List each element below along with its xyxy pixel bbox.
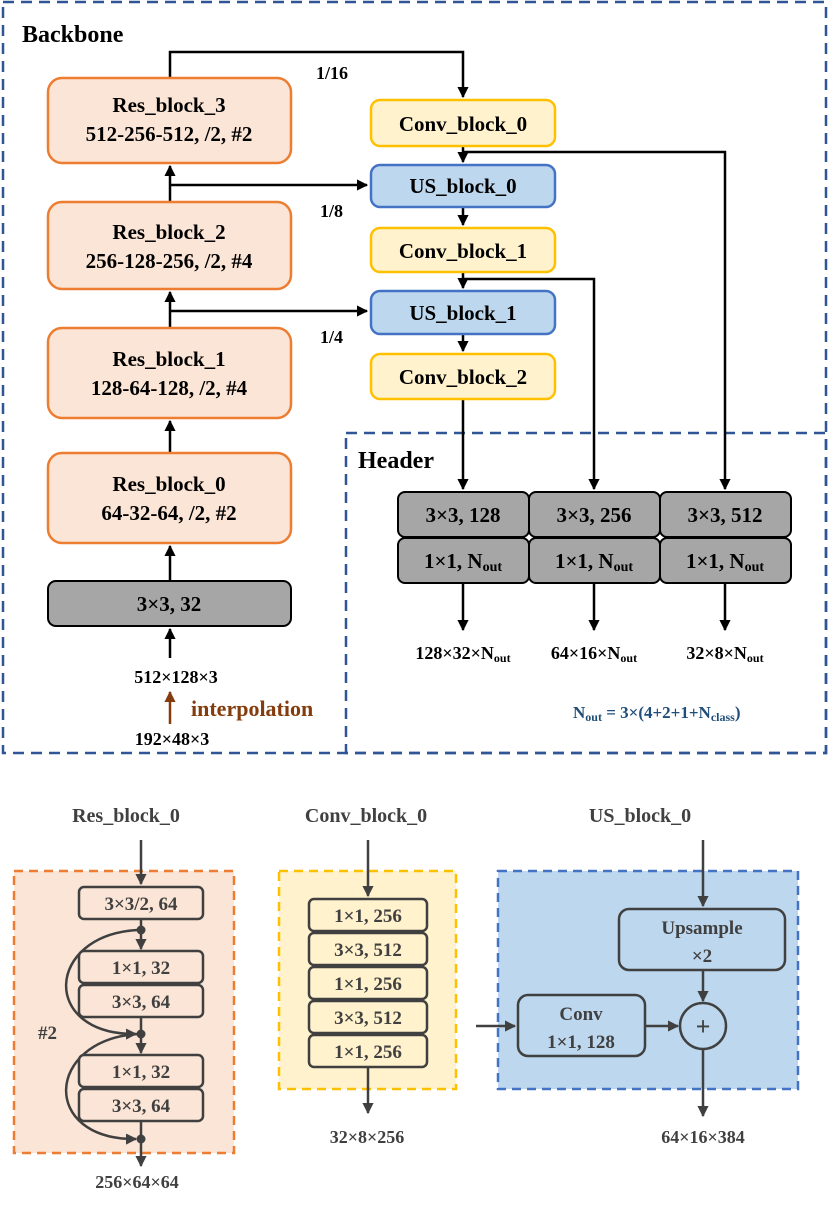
head-0-conv: 3×3, 128 xyxy=(426,503,501,527)
stem-conv-label: 3×3, 32 xyxy=(137,592,201,616)
svg-text:Conv: Conv xyxy=(559,1004,603,1025)
detail-conv-layer-3: 3×3, 512 xyxy=(307,999,429,1035)
conv-block-2-label: Conv_block_2 xyxy=(399,365,527,389)
head-0: 3×3, 128 1×1, Nout 128×32×Nout xyxy=(397,491,530,665)
head-1-size: 64×16×Nout xyxy=(551,643,637,665)
svg-text:×2: ×2 xyxy=(692,946,712,967)
stem-conv: 3×3, 32 xyxy=(47,580,292,627)
head-2: 3×3, 512 1×1, Nout 32×8×Nout xyxy=(659,491,792,665)
svg-text:1×1, 256: 1×1, 256 xyxy=(334,974,402,995)
detail-conv-layer-4: 1×1, 256 xyxy=(307,1033,429,1069)
res-block-1-spec: 128-64-128, /2, #4 xyxy=(91,376,248,400)
detail-res-title: Res_block_0 xyxy=(72,805,180,827)
detail-res-layer-0: 1×1, 32 xyxy=(77,949,205,985)
detail-us-title: US_block_0 xyxy=(589,805,691,827)
detail-res-output: 256×64×64 xyxy=(95,1172,179,1192)
detail-conv-layer-0: 1×1, 256 xyxy=(307,897,429,933)
detail-us-conv: Conv 1×1, 128 xyxy=(516,993,647,1058)
res-block-0: Res_block_0 64-32-64, /2, #2 xyxy=(46,451,293,545)
detail-us-add: + xyxy=(678,1001,728,1051)
svg-text:3×3, 64: 3×3, 64 xyxy=(112,1096,171,1117)
conv-block-0-label: Conv_block_0 xyxy=(399,112,527,136)
svg-text:1×1, 128: 1×1, 128 xyxy=(547,1032,615,1053)
res-block-1-name: Res_block_1 xyxy=(112,347,225,371)
header-title: Header xyxy=(358,448,434,474)
svg-text:+: + xyxy=(696,1012,711,1041)
us-block-0: US_block_0 xyxy=(369,163,557,209)
head-feed-1 xyxy=(463,277,600,491)
detail-res-down: 3×3/2, 64 xyxy=(77,885,205,921)
head-2-out: 1×1, Nout xyxy=(686,549,764,575)
svg-text:3×3, 64: 3×3, 64 xyxy=(112,992,171,1013)
header-frame xyxy=(344,431,828,755)
nout-formula: Nout = 3×(4+2+1+Nclass) xyxy=(573,703,741,724)
us-block-0-label: US_block_0 xyxy=(409,174,516,198)
res-block-2-spec: 256-128-256, /2, #4 xyxy=(86,249,253,273)
res-block-2: Res_block_2 256-128-256, /2, #4 xyxy=(46,200,293,291)
head-0-size: 128×32×Nout xyxy=(415,643,510,665)
res-block-0-name: Res_block_0 xyxy=(112,472,225,496)
raw-size: 192×48×3 xyxy=(135,729,210,749)
us-block-1-label: US_block_1 xyxy=(409,301,516,325)
res-block-3-spec: 512-256-512, /2, #2 xyxy=(86,122,253,146)
us-block-1: US_block_1 xyxy=(369,289,557,336)
res-block-3-name: Res_block_3 xyxy=(112,93,225,117)
head-1-conv: 3×3, 256 xyxy=(557,503,632,527)
detail-us-output: 64×16×384 xyxy=(661,1127,745,1147)
scale-label-8: 1/8 xyxy=(320,201,343,221)
detail-conv-layer-2: 1×1, 256 xyxy=(307,965,429,1001)
res-block-1: Res_block_1 128-64-128, /2, #4 xyxy=(46,326,293,420)
svg-text:1×1, 32: 1×1, 32 xyxy=(112,958,170,979)
svg-text:1×1, 256: 1×1, 256 xyxy=(334,1042,402,1063)
detail-us-upsample: Upsample ×2 xyxy=(617,907,787,972)
head-0-out: 1×1, Nout xyxy=(424,549,502,575)
conv-block-2: Conv_block_2 xyxy=(369,352,557,401)
res-block-2-name: Res_block_2 xyxy=(112,220,225,244)
svg-text:3×3, 512: 3×3, 512 xyxy=(334,1008,402,1029)
head-2-size: 32×8×Nout xyxy=(686,643,763,665)
head-feed-2 xyxy=(463,150,731,491)
input-size: 512×128×3 xyxy=(134,667,218,687)
head-1: 3×3, 256 1×1, Nout 64×16×Nout xyxy=(528,491,661,665)
conv-block-1: Conv_block_1 xyxy=(369,226,557,274)
svg-text:1×1, 256: 1×1, 256 xyxy=(334,906,402,927)
scale-16-arrow xyxy=(168,50,469,99)
detail-conv-title: Conv_block_0 xyxy=(305,805,427,827)
interpolation-label: interpolation xyxy=(191,696,313,721)
conv-block-1-label: Conv_block_1 xyxy=(399,239,527,263)
detail-conv-layer-1: 3×3, 512 xyxy=(307,931,429,967)
res-block-3: Res_block_3 512-256-512, /2, #2 xyxy=(46,76,293,165)
detail-conv-output: 32×8×256 xyxy=(330,1127,405,1147)
conv-block-0: Conv_block_0 xyxy=(369,98,557,148)
detail-res-layer-3: 3×3, 64 xyxy=(77,1087,205,1123)
svg-text:1×1, 32: 1×1, 32 xyxy=(112,1062,170,1083)
svg-text:3×3/2, 64: 3×3/2, 64 xyxy=(104,894,178,915)
svg-text:Upsample: Upsample xyxy=(661,918,742,939)
backbone-title: Backbone xyxy=(22,22,124,48)
head-2-conv: 3×3, 512 xyxy=(688,503,763,527)
head-1-out: 1×1, Nout xyxy=(555,549,633,575)
detail-res-layer-1: 3×3, 64 xyxy=(77,983,205,1019)
svg-text:3×3, 512: 3×3, 512 xyxy=(334,940,402,961)
res-block-0-spec: 64-32-64, /2, #2 xyxy=(101,501,236,525)
detail-res-repeat: #2 xyxy=(38,1023,57,1044)
detail-res-layer-2: 1×1, 32 xyxy=(77,1053,205,1089)
scale-label-16: 1/16 xyxy=(316,63,348,83)
scale-label-4: 1/4 xyxy=(320,327,343,347)
